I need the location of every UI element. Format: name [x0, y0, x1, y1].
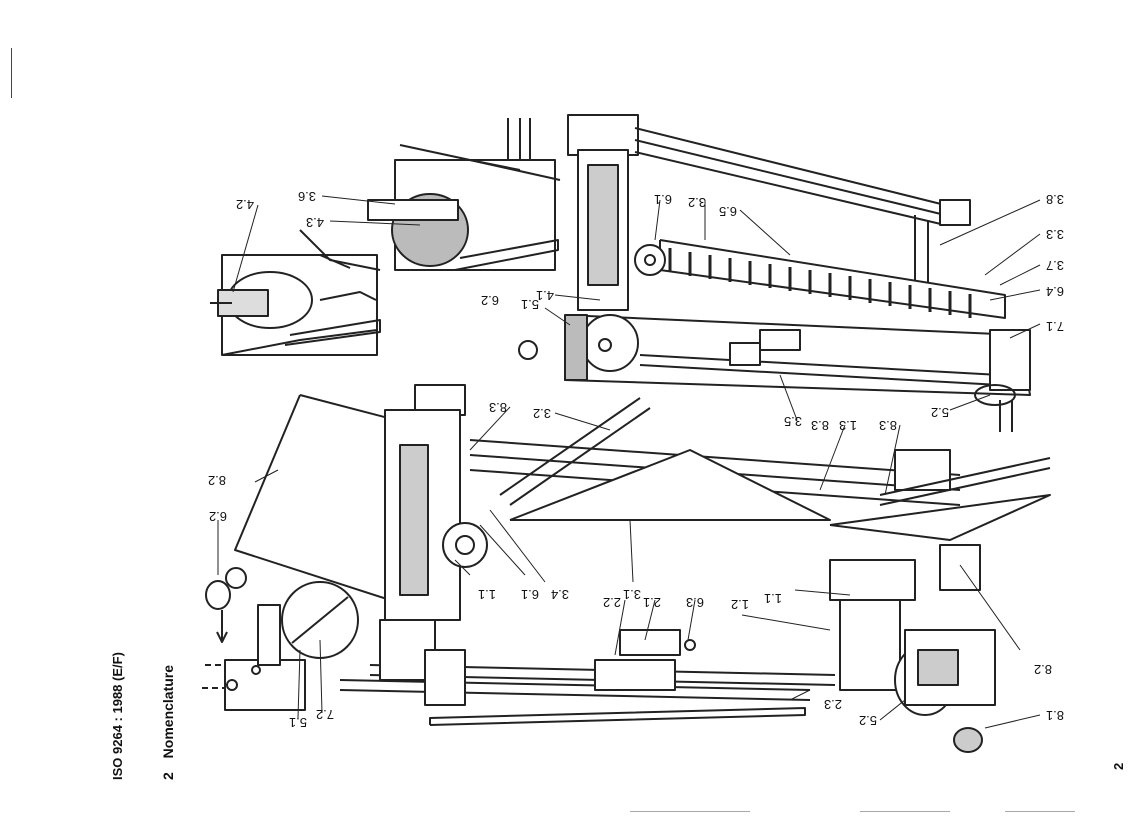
label-8-3c: 8.3: [879, 418, 897, 433]
label-4-3: 4.3: [306, 215, 324, 230]
inset-brush: [299, 118, 561, 271]
label-8-3b: 8.3: [811, 418, 829, 433]
label-3-4: 3.4: [551, 587, 569, 602]
label-6-1b: 6.1: [521, 587, 539, 602]
label-5-1: 5.1: [521, 297, 539, 312]
label-3-1: 3.1: [623, 587, 641, 602]
label-8-3: 8.3: [489, 400, 507, 415]
label-6-4: 6.4: [1046, 284, 1064, 299]
margin-rule: [11, 48, 12, 98]
label-7-2: 7.2: [316, 707, 334, 722]
label-3-2: 3.2: [688, 195, 706, 210]
label-6-5: 6.5: [719, 204, 737, 219]
label-3-7: 3.7: [1046, 258, 1064, 273]
label-4-1: 4.1: [536, 288, 554, 303]
footer-rule-left: [630, 811, 750, 812]
label-4-2: 4.2: [236, 197, 254, 212]
label-6-2b: 6.2: [209, 509, 227, 524]
upper-assembly: [518, 114, 1031, 432]
label-8-2b: 8.2: [1034, 662, 1052, 677]
label-3-2b: 3.2: [533, 406, 551, 421]
label-2-3: 2.3: [824, 697, 842, 712]
figure-labels: 4.2 3.6 4.3 6.1 3.2 6.5 3.8 3.3 3.7 6.4 …: [208, 189, 1064, 730]
label-6-3: 6.3: [686, 595, 704, 610]
label-1-2: 1.2: [731, 597, 749, 612]
footer-rule-mid: [860, 811, 950, 812]
label-7-1: 7.1: [1046, 319, 1064, 334]
label-2-1: 2.1: [643, 595, 661, 610]
label-1-1: 1.1: [478, 587, 496, 602]
footer-rule-right: [1005, 811, 1075, 812]
label-2-2: 2.2: [603, 595, 621, 610]
leader-lines: [217, 195, 1041, 729]
label-5-2: 5.2: [931, 405, 949, 420]
label-8-2: 8.2: [208, 473, 226, 488]
label-1-1b: 1.1: [764, 591, 782, 606]
inset-roller: [210, 254, 381, 356]
lower-assembly: [202, 384, 1051, 753]
label-6-1: 6.1: [654, 192, 672, 207]
label-3-3: 3.3: [1046, 227, 1064, 242]
label-5-1b: 5.1: [289, 715, 307, 730]
label-3-5: 3.5: [784, 414, 802, 429]
label-3-6: 3.6: [298, 189, 316, 204]
label-6-2: 6.2: [481, 293, 499, 308]
label-1-3: 1.3: [839, 418, 857, 433]
label-5-2b: 5.2: [859, 713, 877, 728]
label-8-1: 8.1: [1046, 708, 1064, 723]
label-3-8: 3.8: [1046, 192, 1064, 207]
